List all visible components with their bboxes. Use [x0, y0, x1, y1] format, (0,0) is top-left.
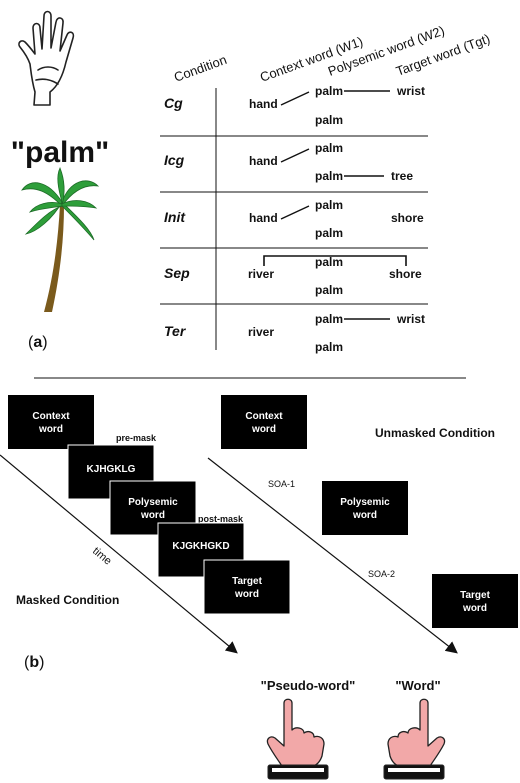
context-word: river — [248, 325, 274, 339]
table-row-ter: Ter river palm palm wrist — [164, 312, 425, 354]
bracket-line — [263, 255, 407, 266]
link-line — [280, 205, 310, 220]
context-word: hand — [249, 97, 278, 111]
target-word: shore — [389, 267, 422, 281]
pointing-hand-left-icon — [266, 698, 329, 780]
condition-label: Init — [164, 209, 186, 225]
palm-tree-icon — [21, 167, 100, 312]
pointing-hand-right-icon — [383, 698, 446, 780]
box-text: KJGKHGKD — [172, 541, 229, 552]
part-b-label: (b) — [24, 654, 44, 671]
polysemic-word-bottom: palm — [315, 283, 343, 297]
response-pseudo-word: "Pseudo-word" — [261, 678, 356, 693]
condition-label: Cg — [164, 95, 183, 111]
table-row-sep: Sep river palm palm shore — [164, 255, 422, 297]
target-word: tree — [391, 169, 413, 183]
context-word: hand — [249, 211, 278, 225]
premask-label: pre-mask — [116, 433, 157, 443]
box-text: KJHGKLG — [87, 464, 136, 475]
header-condition: Condition — [172, 52, 229, 85]
time-arrow — [0, 454, 238, 654]
context-word: hand — [249, 154, 278, 168]
postmask-label: post-mask — [198, 514, 244, 524]
link-line — [280, 91, 310, 106]
condition-label: Sep — [164, 265, 190, 281]
table-row-icg: Icg hand palm palm tree — [164, 141, 413, 183]
part-a-label: (a) — [28, 334, 48, 351]
unmasked-condition-title: Unmasked Condition — [375, 426, 495, 440]
masked-condition-title: Masked Condition — [16, 593, 119, 607]
soa2-label: SOA-2 — [368, 569, 395, 579]
polysemic-word-top: palm — [315, 312, 343, 326]
hand-drawing-icon — [18, 10, 75, 106]
table-row-cg: Cg hand palm palm wrist — [164, 84, 425, 127]
soa1-label: SOA-1 — [268, 479, 295, 489]
polysemic-word-top: palm — [315, 198, 343, 212]
polysemic-word-top: palm — [315, 84, 343, 98]
big-word-palm: "palm" — [11, 136, 109, 169]
target-word: wrist — [396, 84, 425, 98]
polysemic-word-bottom: palm — [315, 169, 343, 183]
link-line — [280, 148, 310, 163]
time-label: time — [90, 545, 114, 568]
condition-label: Icg — [164, 152, 185, 168]
context-word: river — [248, 267, 274, 281]
polysemic-word-top: palm — [315, 255, 343, 269]
target-word: wrist — [396, 312, 425, 326]
polysemic-word-top: palm — [315, 141, 343, 155]
target-word: shore — [391, 211, 424, 225]
polysemic-word-bottom: palm — [315, 340, 343, 354]
polysemic-word-bottom: palm — [315, 113, 343, 127]
response-word: "Word" — [395, 678, 440, 693]
polysemic-word-bottom: palm — [315, 226, 343, 240]
condition-label: Ter — [164, 323, 187, 339]
unmasked-time-arrow — [207, 457, 458, 654]
table-row-init: Init hand palm palm shore — [164, 198, 424, 240]
